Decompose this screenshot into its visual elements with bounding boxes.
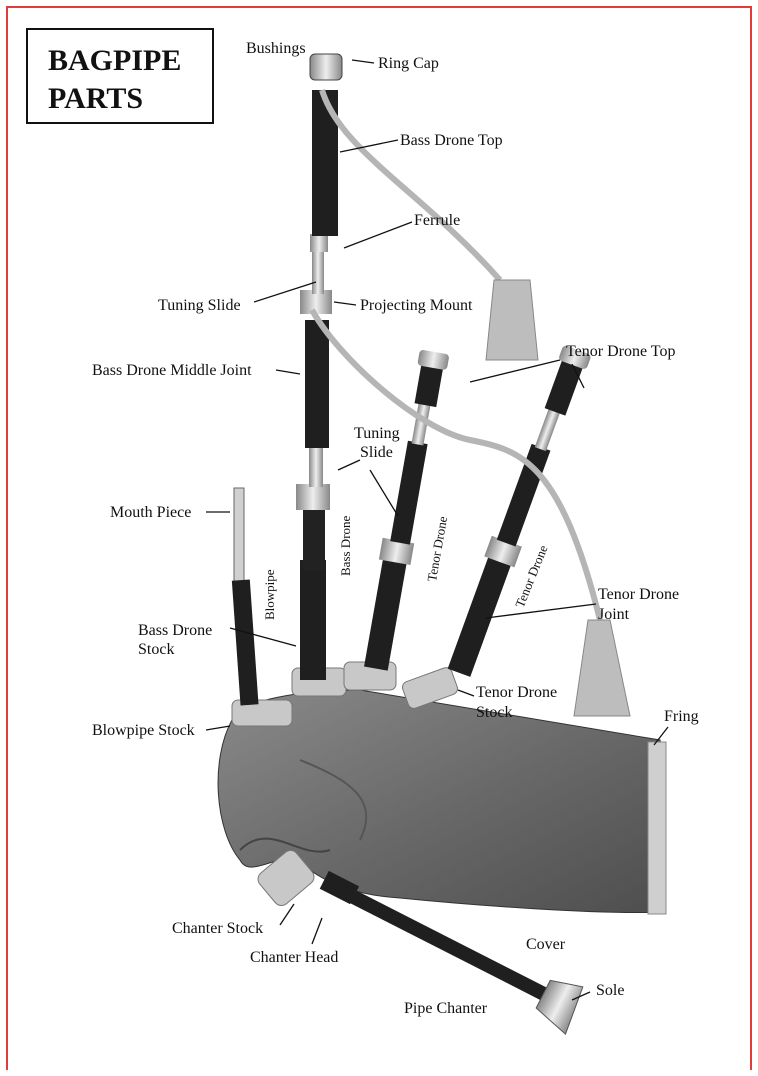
tenor-drone-2-top bbox=[545, 359, 583, 415]
mouth-piece bbox=[234, 488, 244, 583]
tassel bbox=[486, 280, 538, 360]
tenor-drone-1 bbox=[390, 441, 427, 545]
leader-ferrule bbox=[344, 222, 412, 248]
label-projecting-mount: Projecting Mount bbox=[360, 297, 472, 315]
label-tenor-drone-stock-line1: Tenor Drone bbox=[476, 684, 557, 702]
label-cover: Cover bbox=[526, 936, 565, 954]
label-ring-cap: Ring Cap bbox=[378, 55, 439, 73]
label-tenor-drone-stock-line2: Stock bbox=[476, 704, 512, 722]
leader-ring-cap bbox=[352, 60, 374, 63]
label-mouth-piece: Mouth Piece bbox=[110, 504, 191, 522]
leader-chanter-stock bbox=[280, 904, 294, 925]
leader-bass-drone-middle-joint bbox=[276, 370, 300, 374]
label-tenor-drone-joint-line1: Tenor Drone bbox=[598, 586, 679, 604]
ferrule bbox=[310, 234, 328, 252]
label-bushings: Bushings bbox=[246, 40, 306, 58]
cord bbox=[322, 90, 500, 280]
leader-projecting-mount bbox=[334, 302, 356, 305]
bass-tuning-slide bbox=[312, 250, 324, 294]
bass-drone-stock bbox=[300, 560, 326, 680]
tassel bbox=[574, 620, 630, 716]
label-bass-drone-stock-line2: Stock bbox=[138, 641, 174, 659]
title-line-2: PARTS bbox=[48, 84, 143, 114]
ring-cap bbox=[310, 54, 342, 80]
leader-tenor-drone-joint bbox=[486, 604, 596, 618]
leader-bass-drone-top bbox=[340, 140, 398, 152]
label-chanter-stock: Chanter Stock bbox=[172, 920, 263, 938]
tenor-drone-2-slide bbox=[535, 408, 561, 452]
label-bass-drone-middle-joint: Bass Drone Middle Joint bbox=[92, 362, 252, 380]
sole bbox=[532, 972, 589, 1034]
label-sole: Sole bbox=[596, 982, 624, 1000]
label-blowpipe-stock: Blowpipe Stock bbox=[92, 722, 195, 740]
leader-tenor-drone-top bbox=[470, 360, 560, 382]
cord bbox=[312, 310, 600, 620]
label-ferrule: Ferrule bbox=[414, 212, 460, 230]
label-tuning-slide-2-line2: Slide bbox=[360, 444, 393, 462]
bass-drone-middle-joint bbox=[305, 320, 329, 448]
bass-drone-tuning-slide bbox=[309, 445, 323, 487]
leader-tenor-drone-stock bbox=[458, 690, 474, 696]
blowpipe bbox=[232, 580, 259, 706]
bass-drone-mount bbox=[296, 484, 330, 510]
label-tuning-slide-2-line1: Tuning bbox=[354, 425, 400, 443]
fring bbox=[648, 742, 666, 914]
label-tenor-drone-joint-line2: Joint bbox=[598, 606, 629, 624]
leader-blowpipe-stock bbox=[206, 726, 230, 730]
tenor-drone-1-stock bbox=[364, 558, 407, 670]
label-bass-drone-top: Bass Drone Top bbox=[400, 132, 503, 150]
label-tuning-slide: Tuning Slide bbox=[158, 297, 241, 315]
label-bass-drone-stock-line1: Bass Drone bbox=[138, 622, 212, 640]
title-line-1: BAGPIPE bbox=[48, 46, 181, 76]
leader-tuning-slide-2 bbox=[338, 460, 360, 470]
title-box: BAGPIPE PARTS bbox=[26, 28, 214, 124]
leader-chanter-head bbox=[312, 918, 322, 944]
bass-drone bbox=[303, 510, 325, 570]
label-tenor-drone-top: Tenor Drone Top bbox=[566, 343, 675, 361]
leader-tuning-slide-2 bbox=[370, 470, 398, 516]
vlabel-blowpipe: Blowpipe bbox=[262, 569, 278, 620]
vlabel-bass-drone: Bass Drone bbox=[338, 516, 354, 576]
label-fring: Fring bbox=[664, 708, 699, 726]
label-chanter-head: Chanter Head bbox=[250, 949, 338, 967]
label-pipe-chanter: Pipe Chanter bbox=[404, 1000, 487, 1018]
